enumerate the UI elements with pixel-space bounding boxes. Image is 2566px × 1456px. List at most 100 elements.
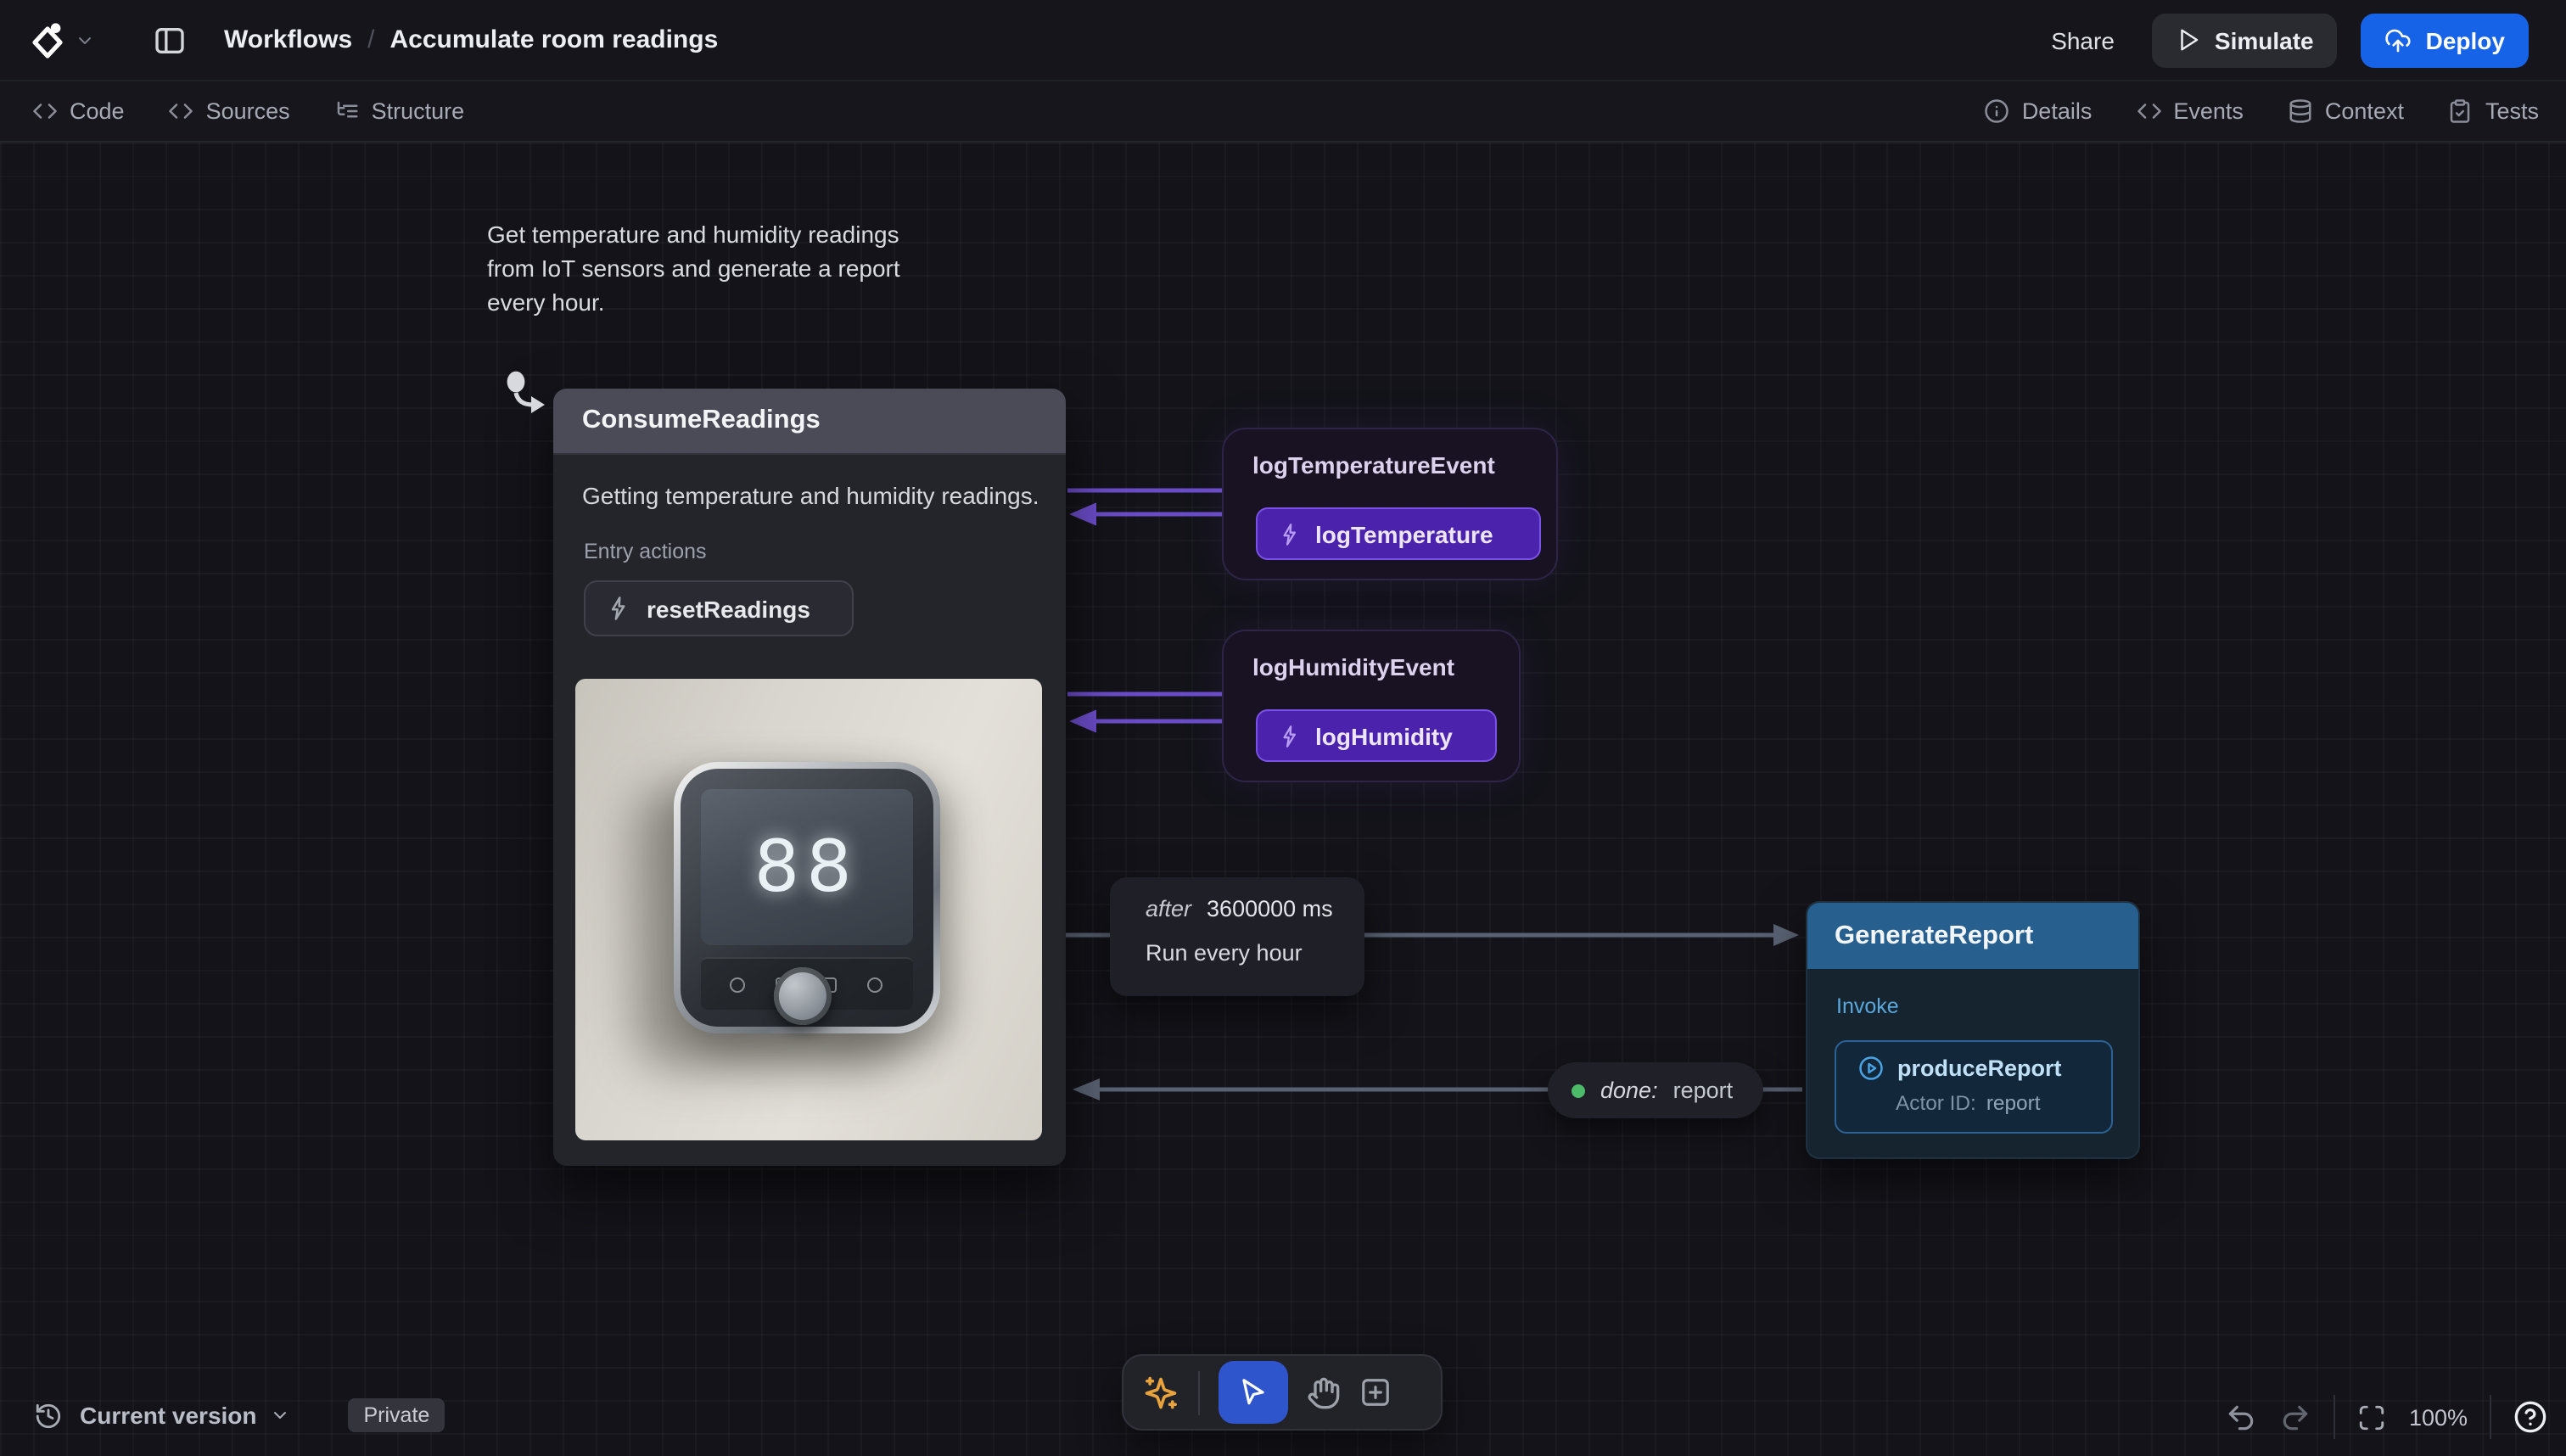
thermostat-screen: 88 — [700, 789, 913, 945]
app-menu[interactable] — [20, 13, 102, 67]
toolbar-divider — [1198, 1370, 1200, 1414]
tab-tests-label: Tests — [2485, 98, 2539, 124]
breadcrumb: Workflows / Accumulate room readings — [224, 25, 718, 54]
deploy-button[interactable]: Deploy — [2361, 13, 2529, 67]
invoke-section-label: Invoke — [1836, 994, 1899, 1018]
fit-view-button[interactable] — [2358, 1403, 2387, 1431]
visibility-badge: Private — [348, 1398, 445, 1432]
status-divider — [2490, 1395, 2491, 1439]
version-selector[interactable]: Current version — [80, 1402, 257, 1429]
tab-tests[interactable]: Tests — [2448, 98, 2539, 124]
consume-readings-header[interactable]: ConsumeReadings — [553, 389, 1066, 455]
thermostat-glyph — [866, 977, 882, 992]
pan-tool[interactable] — [1307, 1375, 1341, 1409]
canvas-note: Get temperature and humidity readings fr… — [487, 217, 900, 319]
ai-assist-tool[interactable] — [1142, 1374, 1179, 1411]
tab-structure[interactable]: Structure — [334, 98, 465, 124]
log-humidity-label: logHumidity — [1315, 722, 1453, 749]
consume-readings-description: Getting temperature and humidity reading… — [582, 482, 1039, 509]
select-tool[interactable] — [1219, 1361, 1288, 1424]
add-node-tool[interactable] — [1359, 1376, 1392, 1408]
panel-left-icon — [153, 23, 187, 57]
consume-readings-title: ConsumeReadings — [582, 406, 821, 434]
tab-structure-label: Structure — [371, 98, 465, 124]
note-line: from IoT sensors and generate a report — [487, 255, 900, 282]
tab-events[interactable]: Events — [2136, 98, 2244, 124]
edge-label-done-report[interactable]: done: report — [1548, 1062, 1763, 1118]
code-icon — [32, 98, 58, 124]
undo-button[interactable] — [2226, 1401, 2258, 1433]
clipboard-check-icon — [2448, 98, 2474, 124]
log-temperature-event-title: logTemperatureEvent — [1252, 451, 1495, 479]
history-icon — [34, 1401, 63, 1430]
simulate-button[interactable]: Simulate — [2151, 13, 2338, 67]
thermostat-body: 88 — [680, 768, 933, 1028]
thermostat-knob — [774, 966, 832, 1025]
canvas-controls: 100% — [2226, 1395, 2547, 1439]
thermostat-image: 88 — [575, 679, 1042, 1140]
cursor-icon — [1237, 1376, 1269, 1408]
tab-details-label: Details — [2021, 98, 2093, 124]
node-after-transition[interactable]: after 3600000 ms Run every hour — [1110, 877, 1364, 996]
produce-report-action[interactable]: produceReport Actor ID: report — [1835, 1040, 2113, 1134]
workflow-canvas[interactable]: Get temperature and humidity readings fr… — [0, 143, 2566, 1456]
top-bar-left: Workflows / Accumulate room readings — [20, 13, 718, 67]
top-bar: Workflows / Accumulate room readings Sha… — [0, 0, 2566, 81]
after-value: 3600000 ms — [1207, 896, 1333, 921]
zoom-level[interactable]: 100% — [2408, 1404, 2468, 1430]
chevron-down-icon — [75, 30, 95, 50]
chevron-down-icon[interactable] — [271, 1405, 291, 1425]
breadcrumb-workflows[interactable]: Workflows — [224, 25, 353, 54]
tab-details[interactable]: Details — [1985, 98, 2093, 124]
version-status: Current version Private — [34, 1398, 445, 1432]
status-divider — [2333, 1395, 2336, 1439]
hand-icon — [1307, 1375, 1341, 1409]
tab-code-label: Code — [70, 98, 125, 124]
redo-button[interactable] — [2280, 1401, 2312, 1433]
note-line: every hour. — [487, 288, 605, 316]
info-icon — [1985, 98, 2010, 124]
reset-readings-action[interactable]: resetReadings — [584, 580, 854, 636]
thermostat-reading: 88 — [754, 825, 859, 909]
sparkles-icon — [1142, 1374, 1179, 1411]
tab-context[interactable]: Context — [2288, 98, 2404, 124]
tab-sources[interactable]: Sources — [169, 98, 290, 124]
entry-actions-label: Entry actions — [584, 540, 707, 563]
node-log-humidity-event[interactable]: logHumidityEvent logHumidity — [1222, 630, 1521, 782]
tabs-left: Code Sources Structure — [32, 98, 464, 124]
simulate-label: Simulate — [2214, 26, 2314, 53]
node-log-temperature-event[interactable]: logTemperatureEvent logTemperature — [1222, 428, 1558, 580]
top-bar-right: Share Simulate Deploy — [2037, 13, 2529, 67]
actor-id-value: report — [1986, 1091, 2041, 1115]
log-temperature-action[interactable]: logTemperature — [1256, 507, 1541, 560]
code-icon — [169, 98, 194, 124]
produce-report-row: produceReport — [1858, 1056, 2111, 1081]
node-consume-readings[interactable]: ConsumeReadings Getting temperature and … — [553, 389, 1066, 1166]
produce-report-label: produceReport — [1897, 1056, 2062, 1081]
tab-context-label: Context — [2324, 98, 2404, 124]
tab-code[interactable]: Code — [32, 98, 125, 124]
generate-report-title: GenerateReport — [1835, 921, 2034, 949]
generate-report-header[interactable]: GenerateReport — [1807, 903, 2138, 969]
sidebar-toggle-button[interactable] — [153, 23, 187, 57]
thermostat-glyph — [730, 977, 746, 992]
cloud-upload-icon — [2385, 26, 2412, 53]
plus-square-icon — [1359, 1376, 1392, 1408]
play-icon — [2176, 27, 2201, 53]
thermostat-device: 88 — [673, 761, 939, 1034]
lightning-icon — [1278, 724, 1302, 748]
share-button[interactable]: Share — [2051, 26, 2115, 53]
breadcrumb-separator: / — [367, 25, 375, 54]
tabs-right: Details Events Context Tests — [1985, 98, 2539, 124]
after-keyword: after — [1146, 896, 1192, 921]
log-humidity-action[interactable]: logHumidity — [1256, 709, 1497, 762]
view-tab-bar: Code Sources Structure Details Events — [0, 81, 2566, 143]
reset-readings-label: resetReadings — [647, 595, 810, 622]
node-generate-report[interactable]: GenerateReport Invoke produceReport Acto… — [1806, 901, 2140, 1159]
workflow-edges — [1066, 488, 1802, 1100]
list-tree-icon — [334, 98, 360, 124]
lightning-icon — [1278, 522, 1302, 546]
help-button[interactable] — [2513, 1400, 2547, 1434]
after-transition-description: Run every hour — [1146, 940, 1303, 966]
